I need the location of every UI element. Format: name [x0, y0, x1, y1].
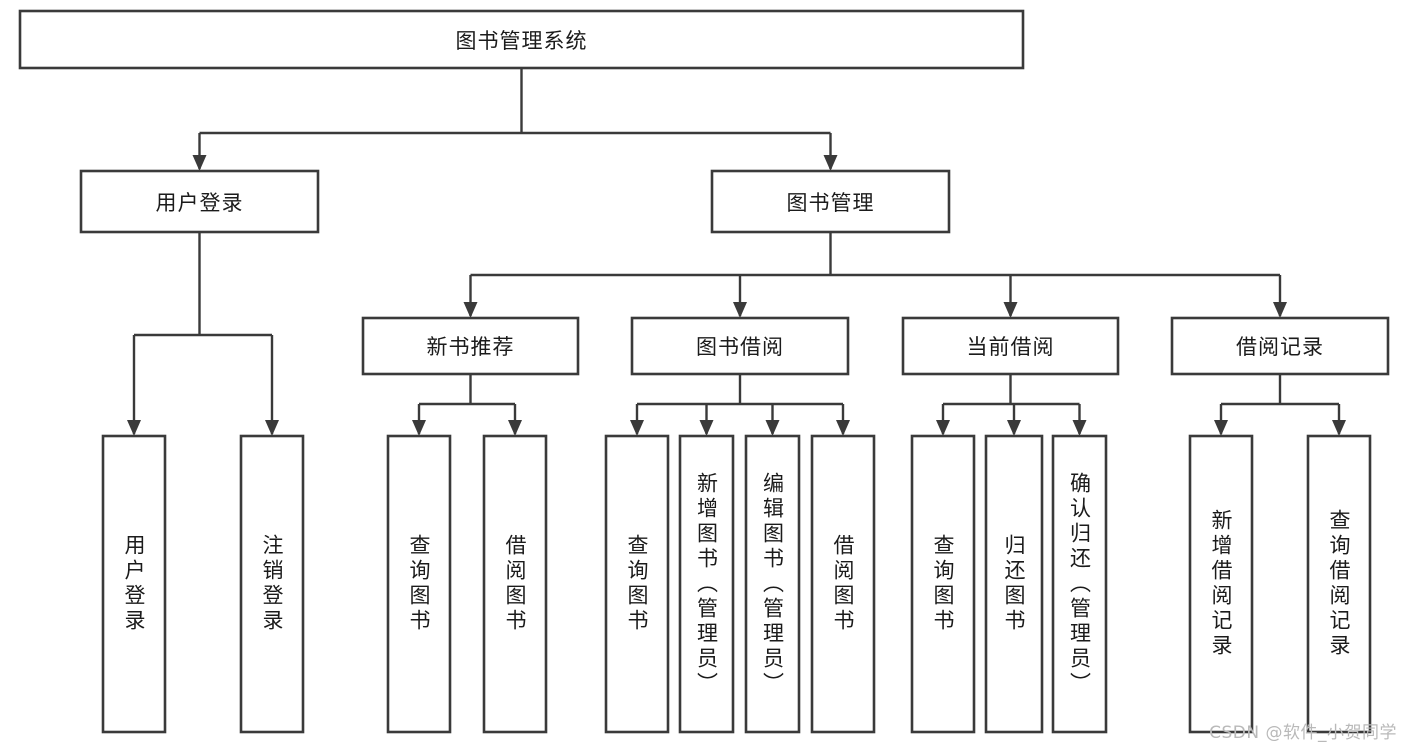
arrow-head-icon — [823, 155, 838, 171]
arrow-head-icon — [765, 420, 780, 436]
arrow-head-icon — [412, 420, 426, 436]
arrow-head-icon — [1332, 420, 1346, 436]
node-root[interactable] — [18, 9, 1025, 70]
node-leaf-user-login[interactable] — [101, 434, 167, 734]
arrow-head-icon — [265, 420, 279, 436]
node-leaf-return-book[interactable] — [984, 434, 1044, 734]
arrow-head-icon — [127, 420, 141, 436]
node-book-borrow[interactable] — [630, 316, 850, 376]
node-leaf-query-book-1[interactable] — [386, 434, 452, 734]
arrow-head-icon — [192, 155, 207, 171]
arrow-head-icon — [836, 420, 850, 436]
arrow-head-icon — [936, 420, 950, 436]
node-leaf-logout[interactable] — [239, 434, 305, 734]
node-book-manage[interactable] — [710, 169, 951, 234]
arrow-head-icon — [1003, 302, 1018, 318]
connector-links — [127, 68, 1346, 436]
node-leaf-add-book[interactable] — [678, 434, 735, 734]
node-leaf-confirm-return[interactable] — [1051, 434, 1108, 734]
node-leaf-query-record[interactable] — [1306, 434, 1372, 734]
node-leaf-query-book-3[interactable] — [910, 434, 976, 734]
node-leaf-edit-book[interactable] — [744, 434, 801, 734]
node-boxes — [18, 9, 1390, 734]
watermark-text: CSDN @软件_小贺同学 — [1209, 723, 1397, 743]
node-borrow-record[interactable] — [1170, 316, 1390, 376]
arrow-head-icon — [1273, 302, 1287, 318]
arrow-head-icon — [508, 420, 522, 436]
arrow-head-icon — [699, 420, 714, 436]
arrow-head-icon — [630, 420, 644, 436]
arrow-head-icon — [733, 302, 747, 318]
arrow-head-icon — [463, 302, 478, 318]
arrow-head-icon — [1007, 420, 1021, 436]
node-current-borrow[interactable] — [901, 316, 1120, 376]
arrow-head-icon — [1072, 420, 1087, 436]
node-new-book-rec[interactable] — [361, 316, 580, 376]
node-leaf-add-record[interactable] — [1188, 434, 1254, 734]
node-leaf-borrow-book-1[interactable] — [482, 434, 548, 734]
node-leaf-borrow-book-2[interactable] — [810, 434, 876, 734]
node-leaf-query-book-2[interactable] — [604, 434, 670, 734]
arrow-head-icon — [1214, 420, 1228, 436]
node-user-login[interactable] — [79, 169, 320, 234]
